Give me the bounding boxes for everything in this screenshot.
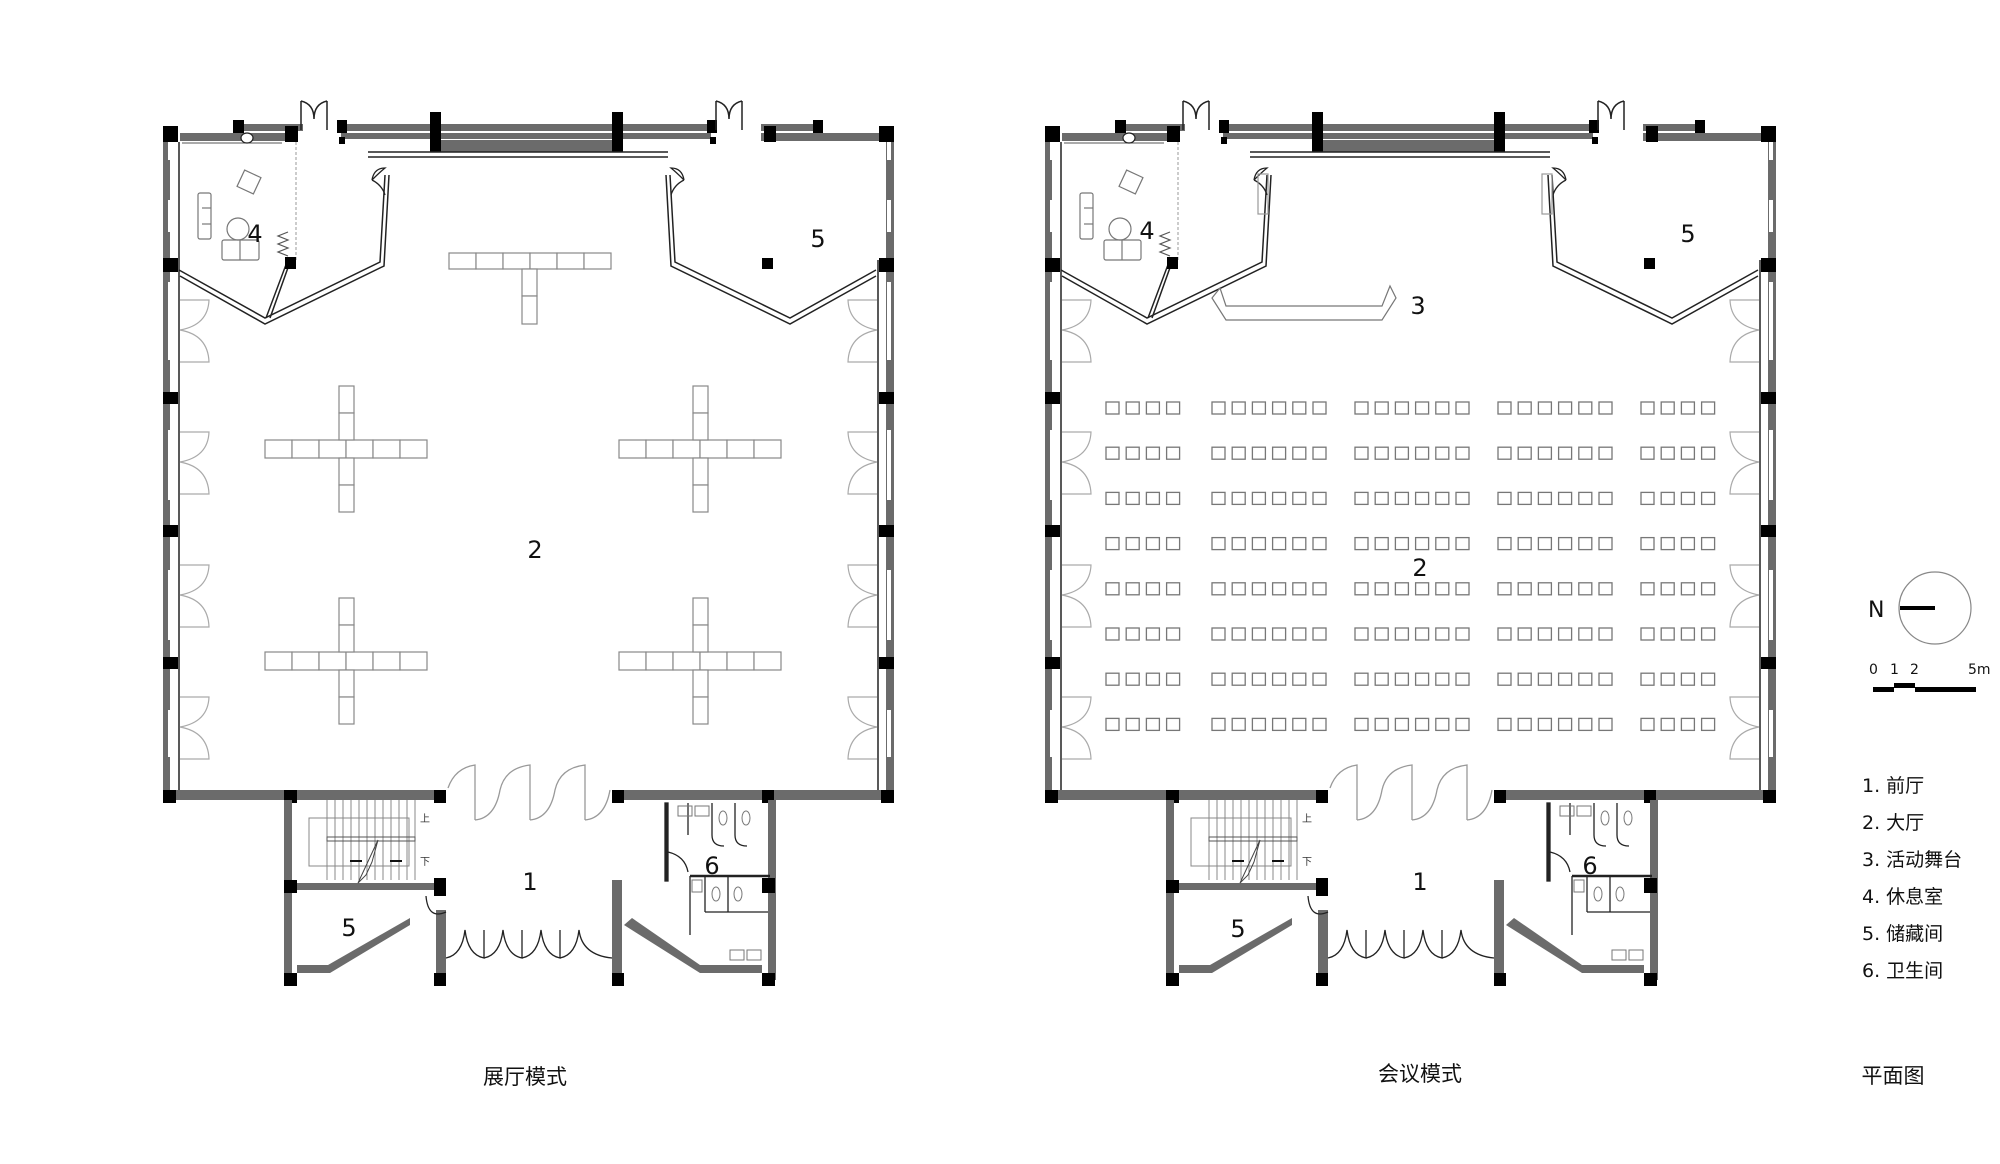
legend-item-hall: 2. 大厅 xyxy=(1862,812,1925,834)
scale-tick-2: 2 xyxy=(1910,662,1919,678)
scale-tick-1: 1 xyxy=(1890,662,1899,678)
exhibition-mode-title: 展厅模式 xyxy=(483,1065,567,1089)
scale-tick-0: 0 xyxy=(1869,662,1878,678)
room-legend: 1. 前厅 2. 大厅 3. 活动舞台 4. 休息室 5. 储藏间 6. 卫生间 xyxy=(1862,768,1962,990)
scale-bar xyxy=(1873,683,1976,692)
north-arrow xyxy=(1898,571,1972,645)
legend-item-storage: 5. 储藏间 xyxy=(1862,923,1944,945)
legend-item-lounge: 4. 休息室 xyxy=(1862,886,1944,908)
room-number-4: 4 xyxy=(247,220,263,248)
exhibition-mode-plan xyxy=(161,99,896,988)
room-number-1: 1 xyxy=(522,868,538,896)
room-number-2: 2 xyxy=(527,536,543,564)
conference-mode-plan xyxy=(1043,99,1778,988)
conference-mode-title: 会议模式 xyxy=(1378,1062,1462,1086)
room-number-4: 4 xyxy=(1139,217,1155,245)
conference-seating xyxy=(1105,401,1716,732)
legend-item-restroom: 6. 卫生间 xyxy=(1862,960,1944,982)
north-label: N xyxy=(1868,598,1885,623)
legend-item-lobby: 1. 前厅 xyxy=(1862,775,1925,797)
room-number-2: 2 xyxy=(1412,554,1428,582)
room-number-6: 6 xyxy=(1582,852,1598,880)
room-number-5: 5 xyxy=(1230,915,1246,943)
room-number-3: 3 xyxy=(1410,292,1426,320)
scale-tick-5m: 5m xyxy=(1968,662,1991,678)
room-number-5: 5 xyxy=(810,225,826,253)
sheet-title: 平面图 xyxy=(1861,1064,1925,1088)
room-number-5: 5 xyxy=(341,914,357,942)
room-number-1: 1 xyxy=(1412,868,1428,896)
legend-item-stage: 3. 活动舞台 xyxy=(1862,849,1963,871)
room-number-5: 5 xyxy=(1680,220,1696,248)
room-number-6: 6 xyxy=(704,852,720,880)
